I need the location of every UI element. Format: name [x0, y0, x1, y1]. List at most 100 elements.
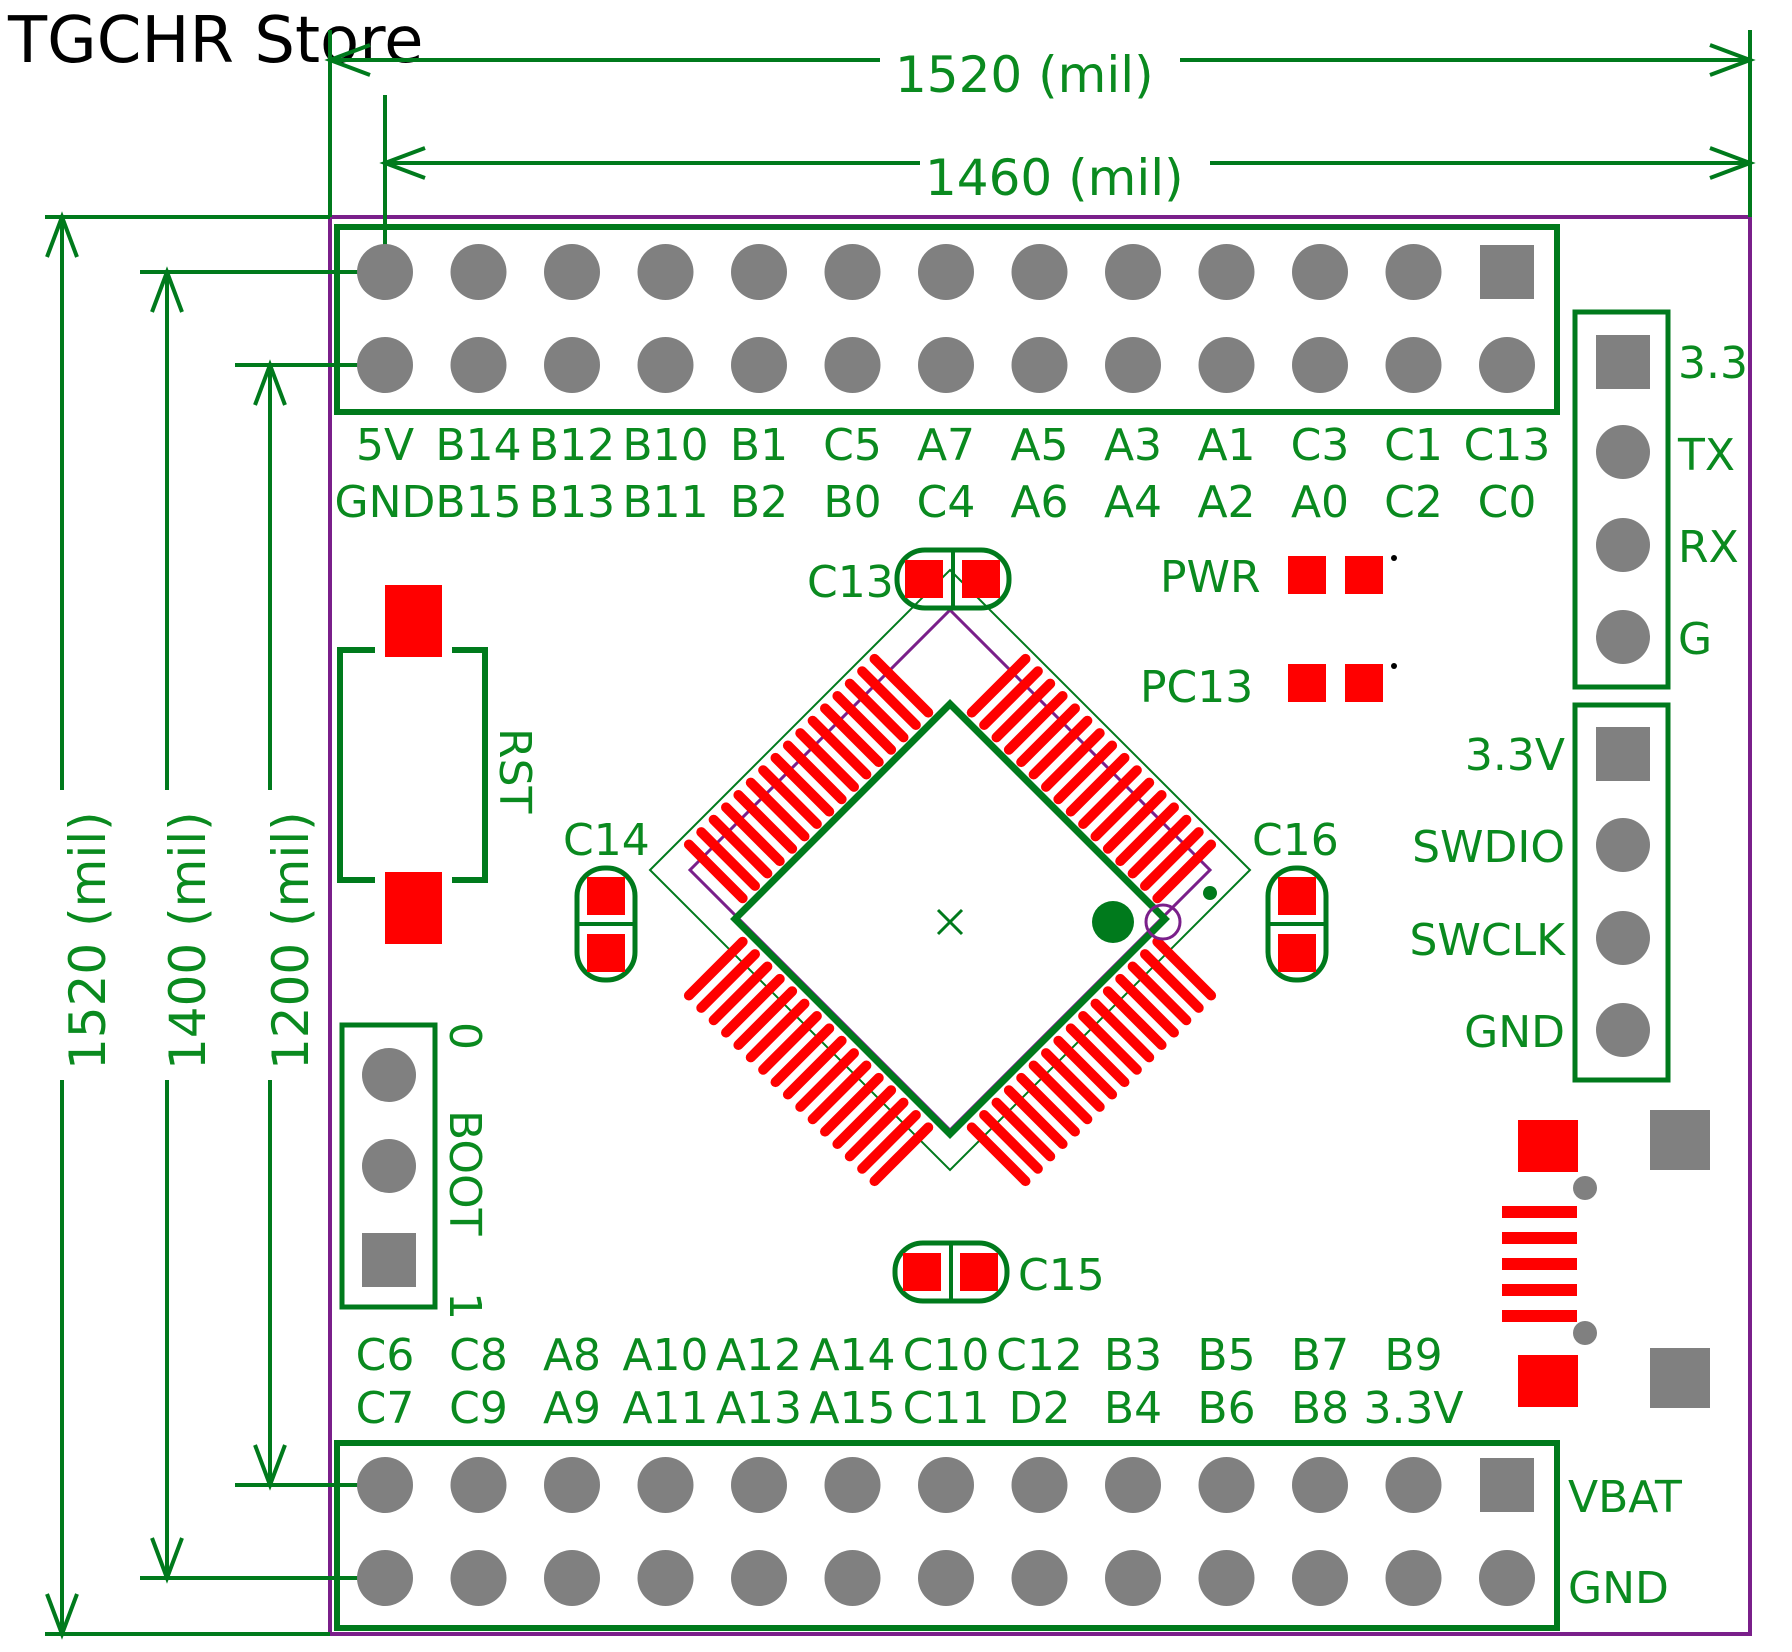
mcu-pad [1053, 1035, 1118, 1100]
bottom-header-pin [1292, 1457, 1348, 1513]
mcu-pad [807, 715, 872, 780]
center-cross [936, 908, 964, 936]
mcu-pad [696, 949, 761, 1013]
top-header-label: C0 [1478, 477, 1537, 528]
mcu-pad [991, 678, 1056, 743]
bottom-header-label: A11 [622, 1383, 708, 1434]
mcu-pad [844, 678, 909, 743]
mcu-pad [795, 1048, 860, 1112]
bottom-header-label: C8 [449, 1330, 508, 1381]
uart-label-rx: RX [1678, 522, 1739, 573]
led-pc13-pad [1345, 664, 1383, 702]
top-header-pin [731, 337, 787, 393]
top-header-label: C3 [1291, 420, 1350, 471]
mcu-pad [1053, 740, 1118, 805]
top-header-pin [637, 244, 694, 300]
top-header-pin [918, 244, 974, 300]
bottom-header-pin [637, 1550, 694, 1606]
mcu-pad [708, 814, 773, 879]
cap-c14-label: C14 [563, 815, 650, 866]
top-header-pin [544, 244, 600, 300]
top-header-pin [1385, 337, 1442, 393]
dim-top-inner: 1460 (mil) [925, 149, 1184, 207]
dim-left-inner: 1200 (mil) [262, 811, 320, 1070]
mcu-pad [991, 1097, 1056, 1162]
bottom-side-label-vbat: VBAT [1568, 1472, 1682, 1523]
pin1-marker [1144, 903, 1182, 941]
mcu-pad [1102, 790, 1167, 854]
top-header-label: 5V [356, 420, 414, 471]
cap-c15 [892, 1240, 1010, 1304]
top-header-label: B2 [730, 477, 788, 528]
top-header-pin [1011, 244, 1068, 300]
dim-top-outer: 1520 (mil) [895, 46, 1154, 104]
mcu-pad [1016, 703, 1080, 768]
mcu-pad [1040, 1048, 1105, 1112]
uart-label-tx: TX [1677, 430, 1735, 481]
top-header-pin [450, 244, 507, 300]
bottom-header-pin [1011, 1457, 1068, 1513]
top-header-pin [1385, 244, 1442, 300]
top-header-pin [1105, 337, 1161, 393]
mcu-pad [832, 1085, 897, 1149]
mcu-pad [1028, 1060, 1093, 1125]
mcu-pad [696, 827, 761, 891]
top-header-label: C13 [1464, 420, 1551, 471]
top-header-pin [357, 337, 413, 393]
bottom-header-label: A15 [809, 1383, 895, 1434]
uart-pin [1596, 610, 1650, 664]
store-name: TGCHR Store [7, 4, 423, 78]
bottom-header-pin [1385, 1550, 1442, 1606]
rst-button-footprint [337, 585, 488, 944]
dim-left-mid: 1400 (mil) [159, 811, 217, 1070]
top-header-outline [334, 224, 1560, 415]
bottom-header-label: C7 [356, 1383, 415, 1434]
mcu-pad [721, 802, 785, 867]
bottom-header-pin [357, 1550, 413, 1606]
boot-header-outline [339, 1022, 438, 1310]
top-header-pin-square [1480, 245, 1534, 299]
mcu-pad [1115, 973, 1179, 1038]
top-header-label: B1 [730, 420, 788, 471]
mcu-pad [733, 790, 798, 854]
bottom-header-label: A9 [543, 1383, 601, 1434]
cap-c16 [1265, 865, 1329, 983]
bottom-header-pin [544, 1457, 600, 1513]
uart-label-g: G [1678, 614, 1712, 665]
dimension-left [45, 211, 385, 1640]
rst-label: RST [489, 728, 540, 814]
bottom-header-pin [918, 1457, 974, 1513]
mcu-pad [758, 765, 822, 830]
top-header-pin [1292, 337, 1348, 393]
boot-pin [362, 1139, 416, 1193]
mcu-pad [857, 666, 921, 731]
usb-footprint [1502, 1110, 1710, 1408]
mcu-pad [966, 653, 1031, 718]
mcu-pad [758, 1010, 822, 1075]
top-header-label: A2 [1197, 477, 1255, 528]
mcu-pad [869, 1122, 934, 1187]
swd-label-3v3: 3.3V [1465, 730, 1565, 781]
boot-label-0: 0 [439, 1022, 490, 1050]
top-header-label: GND [335, 477, 436, 528]
top-header-pin [637, 337, 694, 393]
top-header-label: C4 [917, 477, 976, 528]
top-header-label: B12 [529, 420, 615, 471]
pin1-small-dot [1203, 886, 1217, 900]
mcu-pad [807, 1060, 872, 1125]
bottom-header-pin [450, 1457, 507, 1513]
top-header-label: B10 [622, 420, 708, 471]
swd-label-swclk: SWCLK [1409, 915, 1566, 966]
top-header-pin [918, 337, 974, 393]
mcu-pad [782, 740, 847, 805]
bottom-header-label: 3.3V [1363, 1383, 1463, 1434]
mcu-pad [832, 691, 897, 755]
bottom-header-label: C9 [449, 1383, 508, 1434]
top-header-pin [1105, 244, 1161, 300]
bottom-header-pin [1292, 1550, 1348, 1606]
bottom-header-label: A12 [716, 1330, 802, 1381]
swd-pin [1596, 911, 1650, 965]
bottom-header-label: B3 [1104, 1330, 1162, 1381]
top-header-label: B11 [622, 477, 708, 528]
